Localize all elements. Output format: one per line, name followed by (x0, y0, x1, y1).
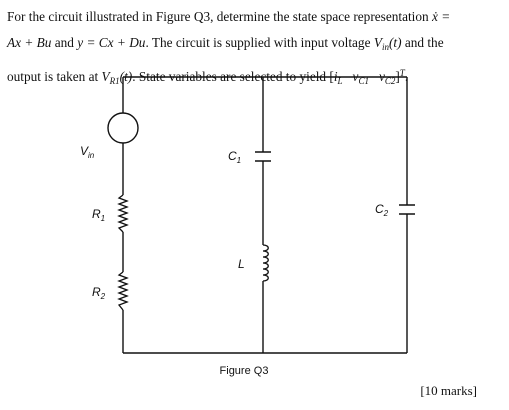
question-line-2: Ax + Bu and y = Cx + Du. The circuit is … (7, 35, 444, 52)
label-r1: R1 (92, 207, 105, 223)
voltage-source-symbol (107, 112, 139, 144)
figure-caption: Figure Q3 (220, 365, 269, 377)
label-r2: R2 (92, 285, 106, 301)
inductor-l-symbol (262, 244, 269, 282)
capacitor-c2-symbol (399, 204, 415, 215)
resistor-r2-symbol (117, 271, 129, 311)
label-c2: C2 (375, 202, 389, 218)
label-vin: Vin (80, 144, 95, 160)
question-line-1: For the circuit illustrated in Figure Q3… (7, 9, 451, 24)
label-c1: C1 (228, 149, 241, 165)
marks-label: [10 marks] (420, 383, 477, 398)
resistor-r1-symbol (117, 194, 129, 233)
capacitor-c1-symbol (255, 151, 271, 162)
label-l: L (238, 257, 245, 271)
